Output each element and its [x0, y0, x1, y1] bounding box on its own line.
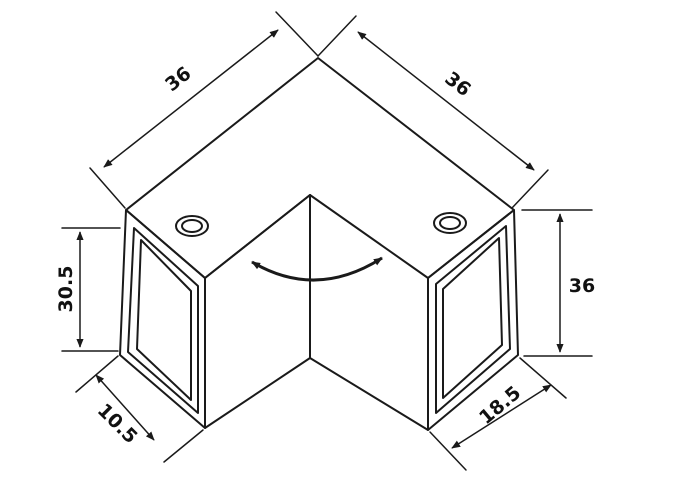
dim-line-top-right	[357, 31, 535, 171]
ext-line-left-depth-b	[163, 429, 204, 463]
dim-label-left-height: 30.5	[55, 266, 77, 313]
ext-line-apex	[275, 11, 319, 57]
dim-line-top-left	[103, 29, 279, 168]
dim-label-right-height: 36	[569, 275, 595, 297]
dim-line-left-depth	[95, 374, 155, 441]
dim-label-top-left: 36	[161, 62, 195, 96]
left-window-inner	[136, 239, 192, 401]
dim-line-right-depth	[451, 384, 552, 449]
rotation-arrow-icon	[251, 256, 383, 282]
dim-label-left-depth: 10.5	[93, 399, 142, 448]
ext-line-apex-2	[317, 15, 357, 57]
mounting-hole-right	[433, 212, 467, 234]
right-window-outer	[435, 225, 511, 414]
left-window-outer	[127, 227, 199, 414]
mounting-hole-right-inner	[439, 216, 461, 230]
right-window-inner	[442, 237, 503, 399]
ext-line-left-depth-a	[75, 355, 119, 393]
ext-line-right-depth-a	[429, 431, 467, 471]
ext-line-right-corner	[511, 169, 549, 209]
mounting-hole-left-inner	[181, 219, 203, 233]
left-inner-face	[204, 194, 311, 429]
ext-line-left-corner	[89, 167, 126, 209]
mounting-hole-left	[175, 215, 209, 237]
dim-label-top-right: 36	[440, 67, 474, 101]
ext-line-right-depth-b	[519, 357, 567, 399]
right-inner-face	[309, 277, 429, 431]
